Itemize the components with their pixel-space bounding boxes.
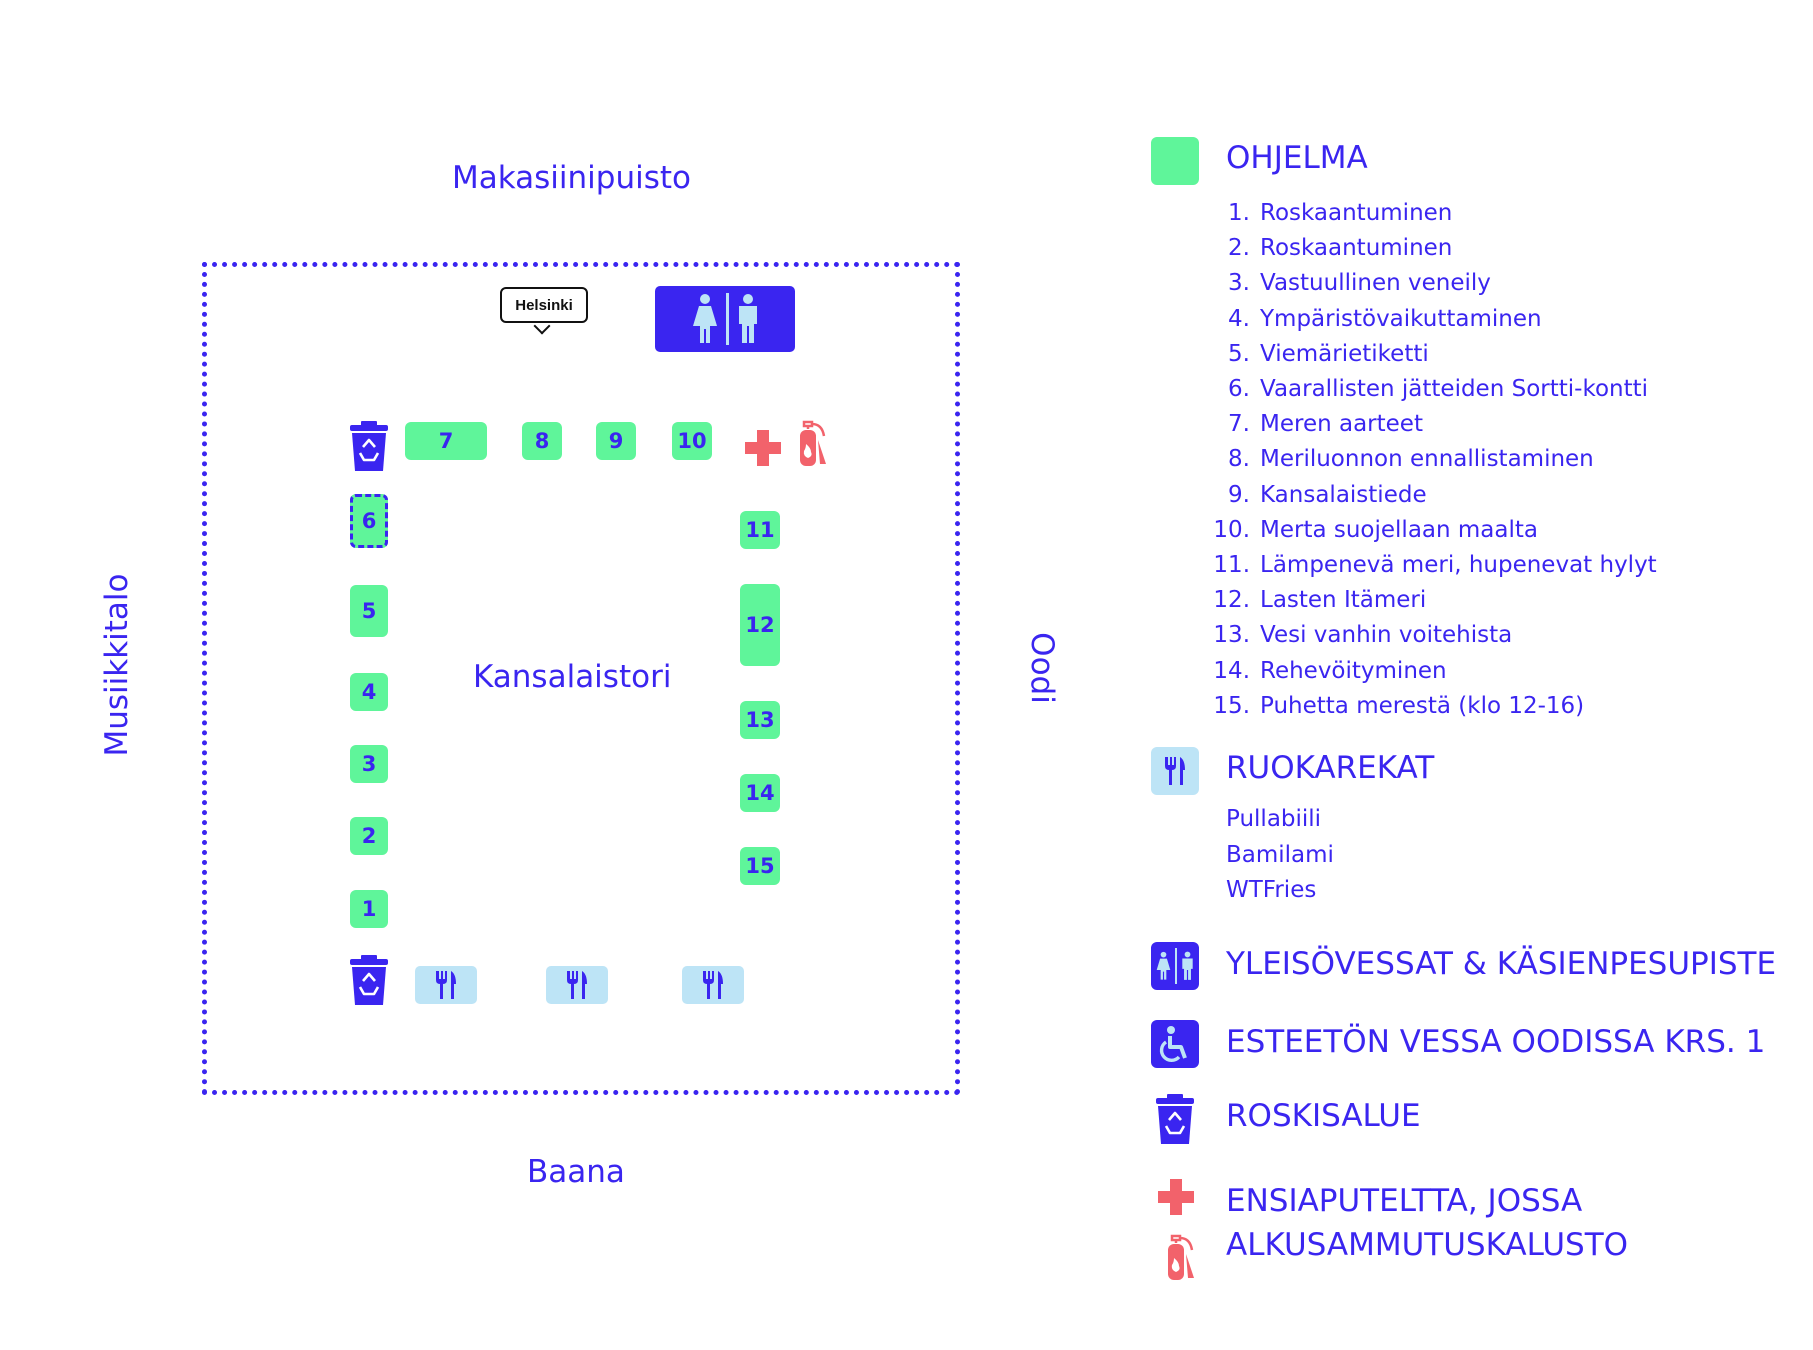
cutlery-icon [567, 971, 587, 999]
recycle-bin-icon [348, 954, 390, 1006]
list-item: Pullabiili [1226, 806, 1322, 832]
event-area-boundary [202, 262, 960, 1095]
legend-program-title: OHJELMA [1226, 140, 1368, 176]
list-item: 4.Ympäristövaikuttaminen [1228, 305, 1542, 332]
toilet-icon [655, 286, 795, 352]
cutlery-icon [1165, 757, 1185, 785]
list-item: 6.Vaarallisten jätteiden Sortti-kontti [1228, 376, 1649, 403]
stall-8[interactable]: 8 [522, 422, 562, 460]
list-item: 15.Puhetta merestä (klo 12-16) [1213, 692, 1585, 719]
food-truck-1[interactable] [415, 966, 477, 1004]
legend-first-aid-label-2: ALKUSAMMUTUSKALUSTO [1226, 1227, 1629, 1263]
stall-11[interactable]: 11 [740, 511, 780, 549]
label-oodi: Oodi [1024, 632, 1060, 704]
toilet-icon [1151, 942, 1199, 990]
legend-first-aid-label-1: ENSIAPUTELTTA, JOSSA [1226, 1183, 1583, 1219]
legend-wc-label: YLEISÖVESSAT & KÄSIENPESUPISTE [1226, 946, 1777, 982]
list-item: 9.Kansalaistiede [1228, 481, 1427, 508]
stall-14[interactable]: 14 [740, 774, 780, 812]
first-aid-cross-icon [1157, 1178, 1195, 1216]
list-item: 7.Meren aarteet [1228, 411, 1423, 438]
stall-10[interactable]: 10 [672, 422, 712, 460]
food-truck-3[interactable] [682, 966, 744, 1004]
list-item: 11.Lämpenevä meri, hupenevat hylyt [1213, 552, 1657, 579]
label-kansalaistori: Kansalaistori [473, 659, 672, 695]
stall-4[interactable]: 4 [350, 673, 388, 711]
first-aid-cross-icon [744, 429, 782, 467]
legend-trash-label: ROSKISALUE [1226, 1098, 1421, 1134]
cutlery-icon [436, 971, 456, 999]
list-item: 5.Viemärietiketti [1228, 340, 1429, 367]
recycle-bin-icon [348, 420, 390, 472]
stall-15[interactable]: 15 [740, 847, 780, 885]
program-swatch [1151, 137, 1199, 185]
man-icon [738, 294, 757, 343]
list-item: Bamilami [1226, 841, 1334, 868]
stall-2[interactable]: 2 [350, 817, 388, 855]
list-item: WTFries [1226, 877, 1317, 903]
recycle-bin-icon [1154, 1093, 1196, 1145]
legend-accessible-label: ESTEETÖN VESSA OODISSA KRS. 1 [1226, 1024, 1766, 1060]
food-swatch [1151, 747, 1199, 795]
stall-9[interactable]: 9 [596, 422, 636, 460]
woman-icon [692, 294, 717, 343]
label-makasiinipuisto: Makasiinipuisto [452, 160, 691, 196]
wheelchair-icon [1151, 1020, 1199, 1068]
legend-food-title: RUOKAREKAT [1226, 750, 1435, 786]
stall-6[interactable]: 6 [350, 494, 388, 548]
food-truck-2[interactable] [546, 966, 608, 1004]
stall-7[interactable]: 7 [405, 422, 487, 460]
stall-1[interactable]: 1 [350, 890, 388, 928]
food-list: Pullabiili Bamilami WTFries [1226, 802, 1334, 909]
stall-13[interactable]: 13 [740, 701, 780, 739]
stall-3[interactable]: 3 [350, 745, 388, 783]
cutlery-icon [703, 971, 723, 999]
label-baana: Baana [527, 1154, 625, 1190]
list-item: 12.Lasten Itämeri [1213, 587, 1427, 614]
fire-extinguisher-icon [1160, 1234, 1196, 1282]
list-item: 3.Vastuullinen veneily [1228, 270, 1491, 297]
label-musiikkitalo: Musiikkitalo [99, 573, 135, 757]
fire-extinguisher-icon [792, 420, 828, 468]
list-item: 8.Meriluonnon ennallistaminen [1228, 446, 1594, 473]
program-list: 1.Roskaantuminen 2.Roskaantuminen 3.Vast… [1213, 196, 1657, 724]
stall-12[interactable]: 12 [740, 584, 780, 666]
list-item: 14.Rehevöityminen [1213, 657, 1447, 684]
list-item: 10.Merta suojellaan maalta [1213, 516, 1538, 543]
stall-5[interactable]: 5 [350, 585, 388, 637]
helsinki-logo: Helsinki [500, 287, 588, 323]
list-item: 13.Vesi vanhin voitehista [1213, 622, 1513, 649]
list-item: 2.Roskaantuminen [1228, 235, 1453, 262]
list-item: 1.Roskaantuminen [1228, 200, 1453, 226]
